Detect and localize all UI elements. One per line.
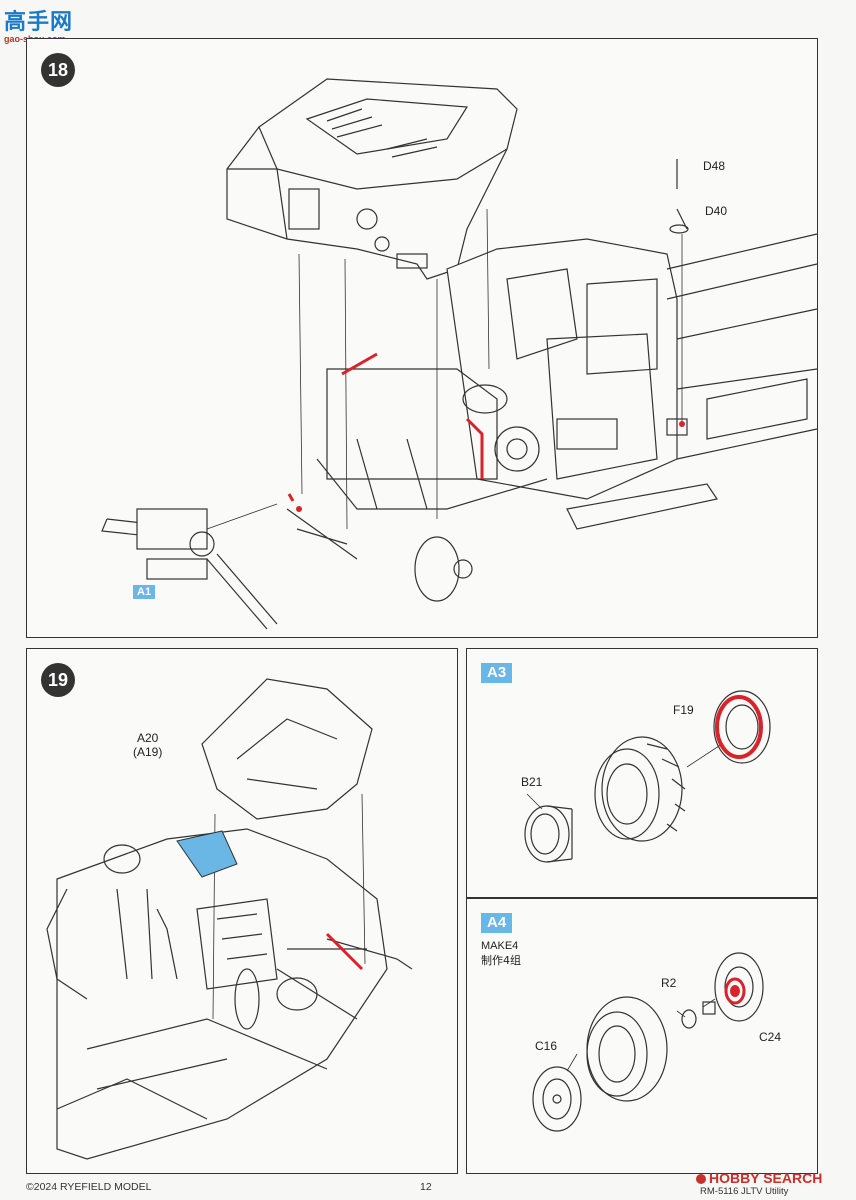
tag-a1: A1 bbox=[133, 585, 156, 599]
label-a19: (A19) bbox=[133, 745, 163, 759]
label-b21: B21 bbox=[521, 775, 543, 789]
label-a20: A20 bbox=[137, 731, 159, 745]
label-f19: F19 bbox=[673, 703, 694, 717]
step-18-drawing bbox=[101, 78, 818, 630]
label-d40: D40 bbox=[705, 204, 728, 218]
footer-page-number: 12 bbox=[420, 1181, 432, 1193]
step-19-panel: 19 A20 (A19) bbox=[26, 648, 458, 1174]
make-count: MAKE4 bbox=[481, 940, 519, 952]
hobbysearch-watermark: HOBBY SEARCH bbox=[696, 1170, 822, 1186]
footer-copyright: ©2024 RYEFIELD MODEL bbox=[26, 1181, 152, 1193]
make-count-cn: 制作4组 bbox=[481, 954, 521, 967]
hobbysearch-logo-icon bbox=[696, 1174, 706, 1185]
step-19-badge: 19 bbox=[41, 663, 75, 697]
label-c24: C24 bbox=[759, 1030, 782, 1044]
a3-panel: A3 F19 B21 bbox=[466, 648, 818, 898]
hobbysearch-text: HOBBY SEARCH bbox=[709, 1170, 823, 1186]
label-d48: D48 bbox=[703, 159, 726, 173]
tag-a4: A4 bbox=[481, 913, 513, 933]
step-19-drawing bbox=[46, 678, 413, 1160]
a3-drawing bbox=[524, 690, 771, 863]
label-r2: R2 bbox=[661, 976, 677, 990]
a4-panel: A4 MAKE4 制作4组 R2 C16 C24 bbox=[466, 898, 818, 1174]
tag-a3: A3 bbox=[481, 663, 513, 683]
watermark-brand: 高手网 bbox=[4, 10, 74, 35]
step-18-badge: 18 bbox=[41, 53, 75, 87]
footer-product: RM-5116 JLTV Utility bbox=[700, 1186, 789, 1197]
step-18-panel: 18 bbox=[26, 38, 818, 638]
a4-drawing bbox=[532, 952, 764, 1132]
label-c16: C16 bbox=[535, 1039, 558, 1053]
